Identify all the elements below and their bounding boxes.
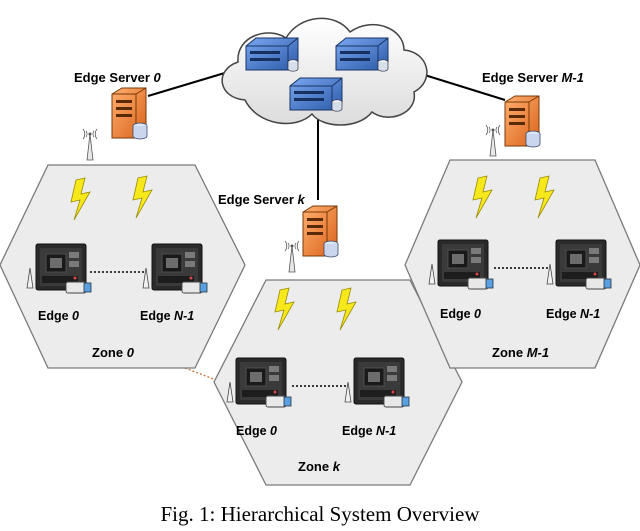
edge-server-k-icon bbox=[302, 205, 339, 258]
zone-m1-edge-right-label: Edge N-1 bbox=[546, 307, 600, 321]
edge-server-0-label: Edge Server 0 bbox=[74, 70, 162, 85]
zone-k-label: Zone k bbox=[298, 459, 341, 474]
edge-server-k-label: Edge Server k bbox=[218, 192, 306, 207]
zone-k-edge-left-device bbox=[226, 357, 292, 408]
zone-k-edge-right-device bbox=[344, 357, 410, 408]
zone-0-edge-left-device bbox=[26, 243, 92, 294]
zone-m1-hexagon bbox=[404, 159, 640, 369]
cloud bbox=[221, 17, 428, 126]
zone-k-edge-right-label: Edge N-1 bbox=[342, 424, 396, 438]
zone-0-hexagon bbox=[0, 164, 246, 369]
zone-0-edge-left-label: Edge 0 bbox=[38, 309, 79, 323]
zone-0-edge-right-label: Edge N-1 bbox=[140, 309, 194, 323]
edge-server-0-icon bbox=[111, 87, 148, 140]
edge-server-m1-label: Edge Server M-1 bbox=[482, 70, 584, 85]
zone-m1-antenna-icon bbox=[485, 124, 501, 157]
zone-0-label: Zone 0 bbox=[92, 345, 135, 360]
zone-link-left bbox=[184, 367, 217, 381]
zone-m1-edge-left-device bbox=[428, 239, 494, 290]
figure-caption: Fig. 1: Hierarchical System Overview bbox=[160, 502, 480, 526]
zone-k-antenna-icon bbox=[284, 240, 300, 273]
zone-k-edge-left-label: Edge 0 bbox=[236, 424, 277, 438]
link-cloud-server-0 bbox=[147, 71, 229, 97]
cloud-server-2 bbox=[335, 37, 389, 72]
zone-k-hexagon bbox=[213, 279, 463, 486]
zone-0-antenna-icon bbox=[82, 128, 98, 161]
cloud-server-1 bbox=[245, 37, 299, 72]
edge-server-m1-icon bbox=[504, 95, 541, 148]
zone-m1-edge-left-label: Edge 0 bbox=[440, 307, 481, 321]
zone-0-edge-right-device bbox=[142, 243, 208, 294]
cloud-server-3 bbox=[289, 77, 343, 112]
link-cloud-server-m1 bbox=[414, 71, 506, 101]
zone-m1-label: Zone M-1 bbox=[492, 345, 549, 360]
zone-m1-edge-right-device bbox=[546, 239, 612, 290]
